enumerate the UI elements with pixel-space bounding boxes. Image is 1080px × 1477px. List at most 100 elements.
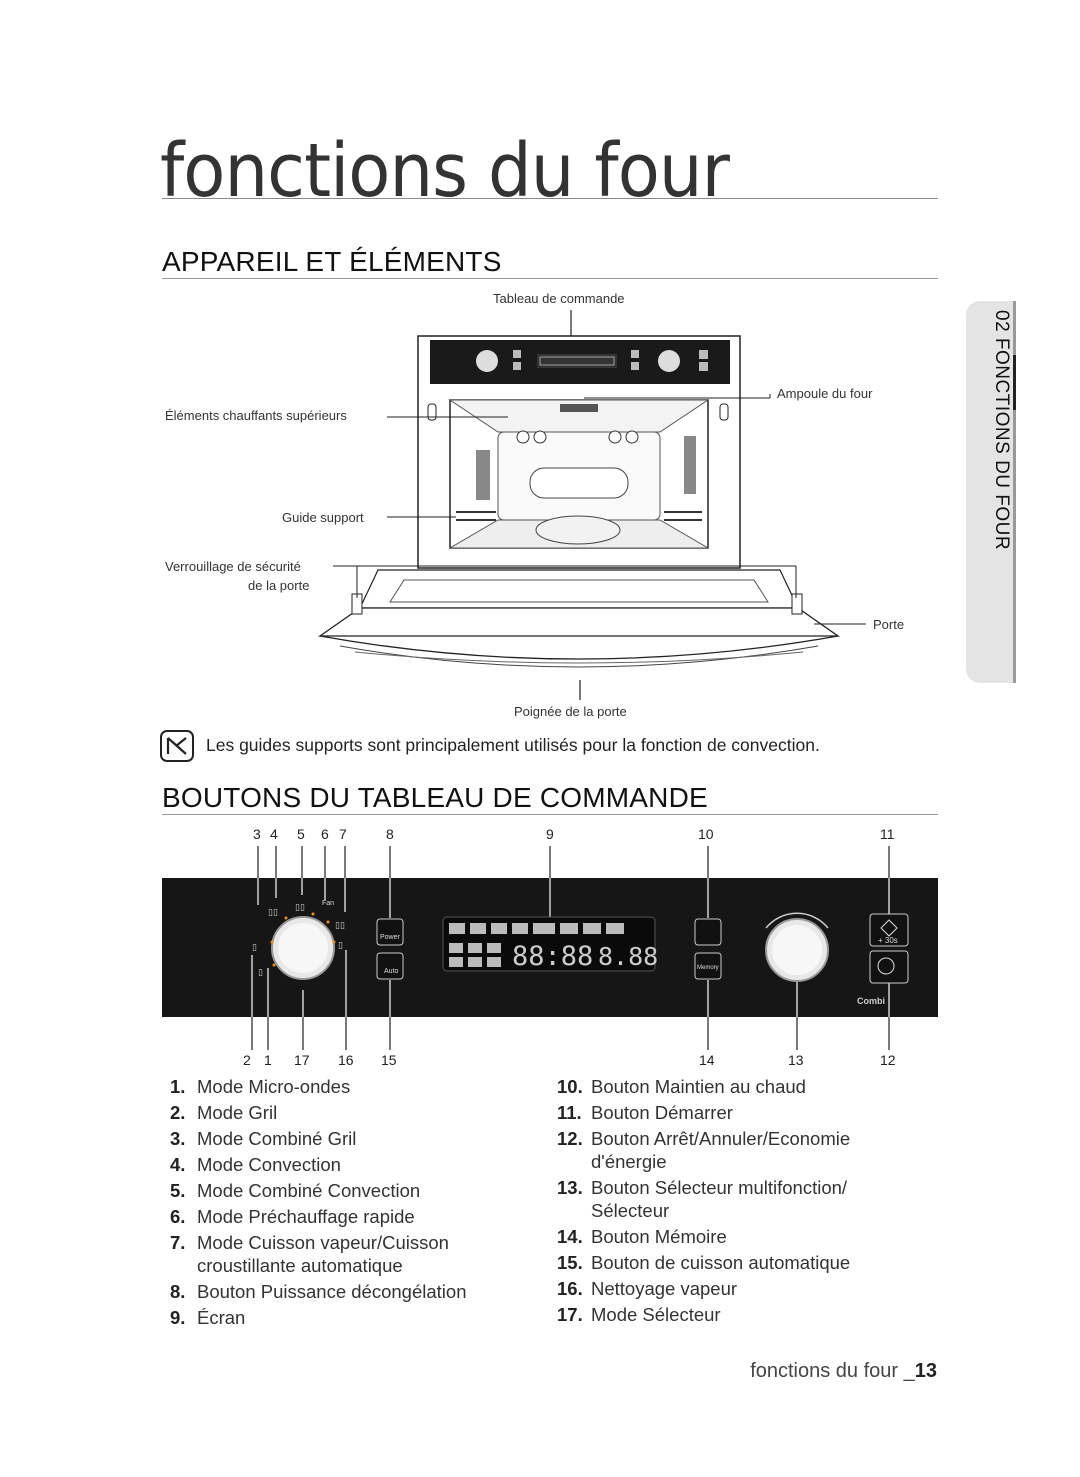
memory-button[interactable]: Memory — [697, 965, 719, 971]
list-item: 1. Mode Micro-ondes — [170, 1074, 510, 1100]
section-rule-1 — [162, 278, 938, 279]
list-item-text: Mode Micro-ondes — [197, 1076, 351, 1097]
list-item-text: Mode Convection — [197, 1154, 341, 1175]
list-item: 5.Mode Combiné Convection — [170, 1178, 510, 1204]
callout-15: 15 — [381, 1052, 397, 1068]
callout-11: 11 — [880, 826, 895, 842]
callout-13: 13 — [788, 1052, 804, 1068]
list-item-number: 1. — [170, 1076, 186, 1097]
list-item: 15.Bouton de cuisson automatique — [557, 1250, 907, 1276]
callout-5: 5 — [297, 826, 305, 842]
control-panel-diagram: ▯▯ ▯▯ ▯▯ ▯ ▯ ▯ 88:88 8.88 — [251, 846, 909, 1050]
list-item-text: Mode Combiné Gril — [197, 1128, 357, 1149]
list-item: 9. Écran — [170, 1305, 510, 1331]
list-item-text: Bouton Mémoire — [591, 1226, 727, 1247]
list-item-text: Mode Sélecteur — [591, 1304, 721, 1325]
callout-17: 17 — [294, 1052, 310, 1068]
list-item-continuation: croustillante automatique — [197, 1255, 403, 1276]
label-heating-elements: Éléments chauffants supérieurs — [165, 408, 347, 423]
section-heading-boutons: BOUTONS DU TABLEAU DE COMMANDE — [162, 782, 708, 813]
list-item-text: Écran — [197, 1307, 246, 1328]
svg-text:▯: ▯ — [252, 943, 257, 953]
list-item: 7. Mode Cuisson vapeur/Cuisson — [170, 1230, 510, 1256]
function-list-right: 10. Bouton Maintien au chaud 11. Bouton Dém… — [557, 1074, 907, 1328]
side-tab-label: 02 FONCTIONS DU FOUR — [991, 310, 1012, 551]
list-item: 10. Bouton Maintien au chaud — [557, 1074, 907, 1100]
footer-text: fonctions du four _ — [750, 1360, 915, 1382]
list-item: 8. Bouton Puissance décongélation — [170, 1279, 510, 1305]
label-lock-line2: de la porte — [248, 578, 310, 593]
title-rule — [162, 198, 938, 199]
section-heading-appareil: APPAREIL ET ÉLÉMENTS — [162, 246, 502, 277]
label-lamp: Ampoule du four — [777, 386, 873, 401]
list-item-text: Bouton Maintien au chaud — [591, 1076, 806, 1097]
callout-4: 4 — [270, 826, 278, 842]
label-handle: Poignée de la porte — [514, 704, 627, 719]
page-footer: fonctions du four _13 — [750, 1360, 937, 1383]
list-item-text: Mode Préchauffage rapide — [197, 1206, 415, 1227]
list-item-number: 2. — [170, 1102, 186, 1123]
power-button[interactable]: Power — [380, 934, 400, 941]
callout-6: 6 — [321, 826, 329, 842]
list-item-number: 15. — [557, 1252, 583, 1273]
list-item: 16. Nettoyage vapeur — [557, 1276, 907, 1302]
list-item-number: 10. — [557, 1076, 583, 1097]
svg-text:▯▯: ▯▯ — [335, 921, 345, 931]
side-tab — [966, 301, 1014, 683]
label-door: Porte — [873, 617, 905, 632]
list-item-number: 13. — [557, 1177, 583, 1198]
svg-text:▯▯: ▯▯ — [268, 908, 278, 918]
list-item-text: Bouton Puissance décongélation — [197, 1281, 467, 1302]
list-item-text: Bouton Sélecteur multifonction/ — [591, 1177, 848, 1198]
side-tab-marker — [1013, 355, 1016, 410]
callout-1: 1 — [264, 1052, 272, 1068]
list-item-number: 3. — [170, 1128, 186, 1149]
list-item-number: 11. — [557, 1102, 582, 1123]
list-item: 13. Bouton Sélecteur multifonction/ — [557, 1175, 907, 1201]
list-item-number: 4. — [170, 1154, 186, 1175]
page-number: 13 — [914, 1360, 937, 1382]
svg-text:▯: ▯ — [338, 941, 343, 951]
list-item: 6.Mode Préchauffage rapide — [170, 1204, 510, 1230]
svg-text:▯▯: ▯▯ — [295, 903, 305, 913]
svg-text:8.88: 8.88 — [598, 942, 658, 971]
callout-10: 10 — [698, 826, 714, 842]
function-list-left: 1. Mode Micro-ondes 2. Mode Gril 3. Mode Comb… — [170, 1074, 510, 1331]
fan-label: Fan — [322, 900, 335, 907]
list-item-number: 9. — [170, 1307, 186, 1328]
list-item: 2. Mode Gril — [170, 1100, 510, 1126]
list-item-number: 17. — [557, 1304, 583, 1325]
svg-text:▯: ▯ — [258, 968, 263, 978]
label-control-panel: Tableau de commande — [493, 291, 625, 306]
label-guide: Guide support — [282, 510, 364, 525]
list-item: 3. Mode Combiné Gril — [170, 1126, 510, 1152]
list-item-number: 7. — [170, 1232, 186, 1253]
list-item: 17. Mode Sélecteur — [557, 1302, 907, 1328]
section-rule-2 — [162, 814, 938, 815]
list-item: 11. Bouton Démarrer — [557, 1100, 907, 1126]
list-item-text: Mode Gril — [197, 1102, 278, 1123]
callout-8: 8 — [386, 826, 394, 842]
svg-text:88:88: 88:88 — [512, 941, 593, 972]
list-item-text: Nettoyage vapeur — [591, 1278, 738, 1299]
list-item-continuation: Sélecteur — [591, 1200, 670, 1221]
list-item-number: 16. — [557, 1278, 583, 1299]
start-button[interactable]: + 30s — [878, 936, 898, 945]
list-item-number: 8. — [170, 1281, 186, 1302]
callout-14: 14 — [699, 1052, 715, 1068]
callout-16: 16 — [338, 1052, 354, 1068]
combi-label: Combi — [857, 996, 885, 1006]
auto-button[interactable]: Auto — [384, 968, 399, 975]
callout-2: 2 — [243, 1052, 251, 1068]
list-item-continuation: d'énergie — [591, 1151, 667, 1172]
list-item: 12. Bouton Arrêt/Annuler/Economie — [557, 1126, 907, 1152]
callout-12: 12 — [880, 1052, 896, 1068]
list-item-text: Mode Cuisson vapeur/Cuisson — [197, 1232, 449, 1253]
oven-diagram — [317, 310, 866, 700]
callout-3: 3 — [253, 826, 261, 842]
list-item-text: Bouton Démarrer — [591, 1102, 733, 1123]
callout-9: 9 — [546, 826, 554, 842]
list-item-text: Bouton Arrêt/Annuler/Economie — [591, 1128, 851, 1149]
list-item-number: 12. — [557, 1128, 583, 1149]
note-icon — [160, 730, 194, 762]
